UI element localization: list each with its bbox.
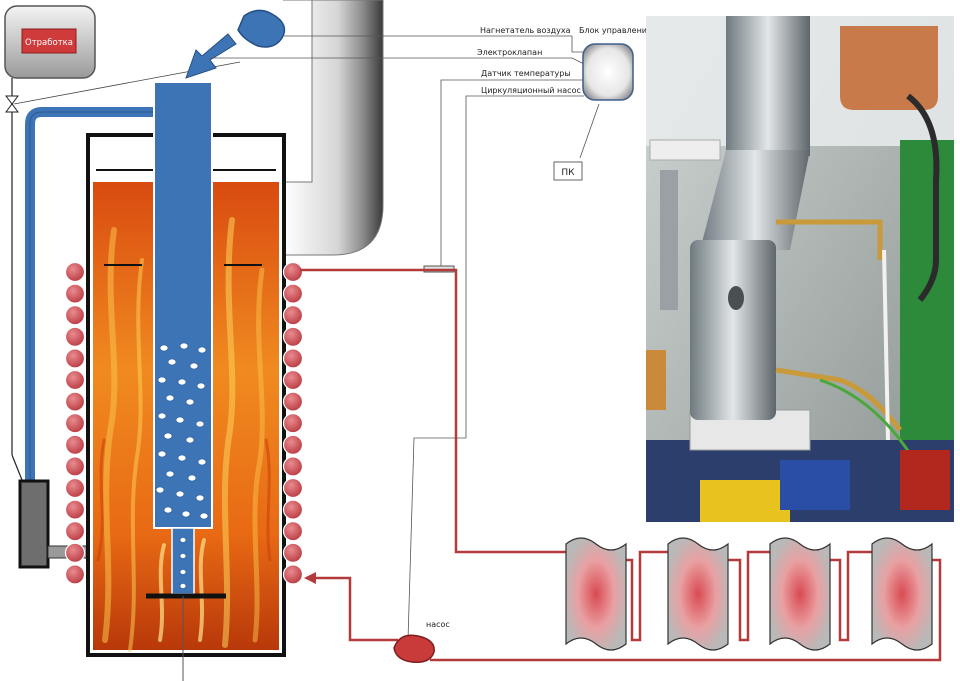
heating-circuit [300,268,942,662]
radiator [565,537,627,651]
heat-coil-turn [64,283,86,304]
pump-icon [393,634,435,664]
heat-coil-turn [282,413,304,434]
air-bubbles [155,342,209,589]
heat-coil-turn [64,499,86,520]
air-blower-label: Нагнетатель воздуха [480,26,571,35]
heat-coil-turn [282,369,304,391]
radiator [871,537,933,651]
oil-preheat-box [18,479,50,569]
return-flow-arrow [304,572,316,584]
heat-coil-turn [282,456,304,477]
heat-coil-turn [64,564,86,585]
radiators [565,537,933,651]
heat-coil-turn [282,542,304,563]
waste-oil-label: Отработка [25,38,73,48]
pump-label: насос [426,620,450,629]
heat-coil-turn [64,348,86,369]
fan-blower-icon [237,9,286,48]
heat-coil-turn [64,413,86,434]
heat-coil-turn [64,391,86,412]
waste-oil-label-box [21,28,77,54]
heat-coils-right [282,261,304,585]
flame-streaks [96,217,272,652]
control-unit [582,43,634,101]
heat-coil-turn [282,348,304,369]
heat-coil-turn [64,521,86,542]
pc-label: ПК [561,168,575,178]
heat-coil-turn [282,499,304,520]
heat-coil-turn [64,369,86,391]
control-wiring [210,35,600,641]
control-unit-label: Блок управления [579,26,652,35]
heat-coil-turn [64,456,86,477]
heat-coil-turn [282,434,304,455]
solenoid-valve-label: Электроклапан [477,48,542,57]
heat-coil-turn [64,261,86,283]
oil-pipe-thin-bend [11,454,23,481]
heat-coil-turn [282,283,304,304]
air-flow-arrow [185,33,237,79]
heat-coil-turn [282,305,304,326]
boiler-photo [646,16,954,522]
radiator [667,537,729,651]
valve-icon [5,95,19,113]
heat-coil-turn [282,326,304,347]
flue-chimney [282,0,384,256]
heat-coil-turn [282,391,304,412]
circ-pump-label: Циркуляционный насос [481,86,581,95]
heat-coil-turn [64,434,86,455]
heat-coil-turn [64,305,86,326]
heat-coil-turn [64,326,86,347]
heat-coil-turn [282,477,304,499]
heat-coil-turn [64,542,86,563]
heat-coil-turn [64,477,86,499]
pc-box [553,161,583,181]
temp-sensor-label: Датчик температуры [481,69,571,78]
radiator [769,537,831,651]
heat-coils-left [64,261,86,585]
heat-coil-turn [282,261,304,283]
heat-coil-turn [282,564,304,585]
air-pipe-outline [29,111,153,485]
heat-coil-turn [282,521,304,542]
